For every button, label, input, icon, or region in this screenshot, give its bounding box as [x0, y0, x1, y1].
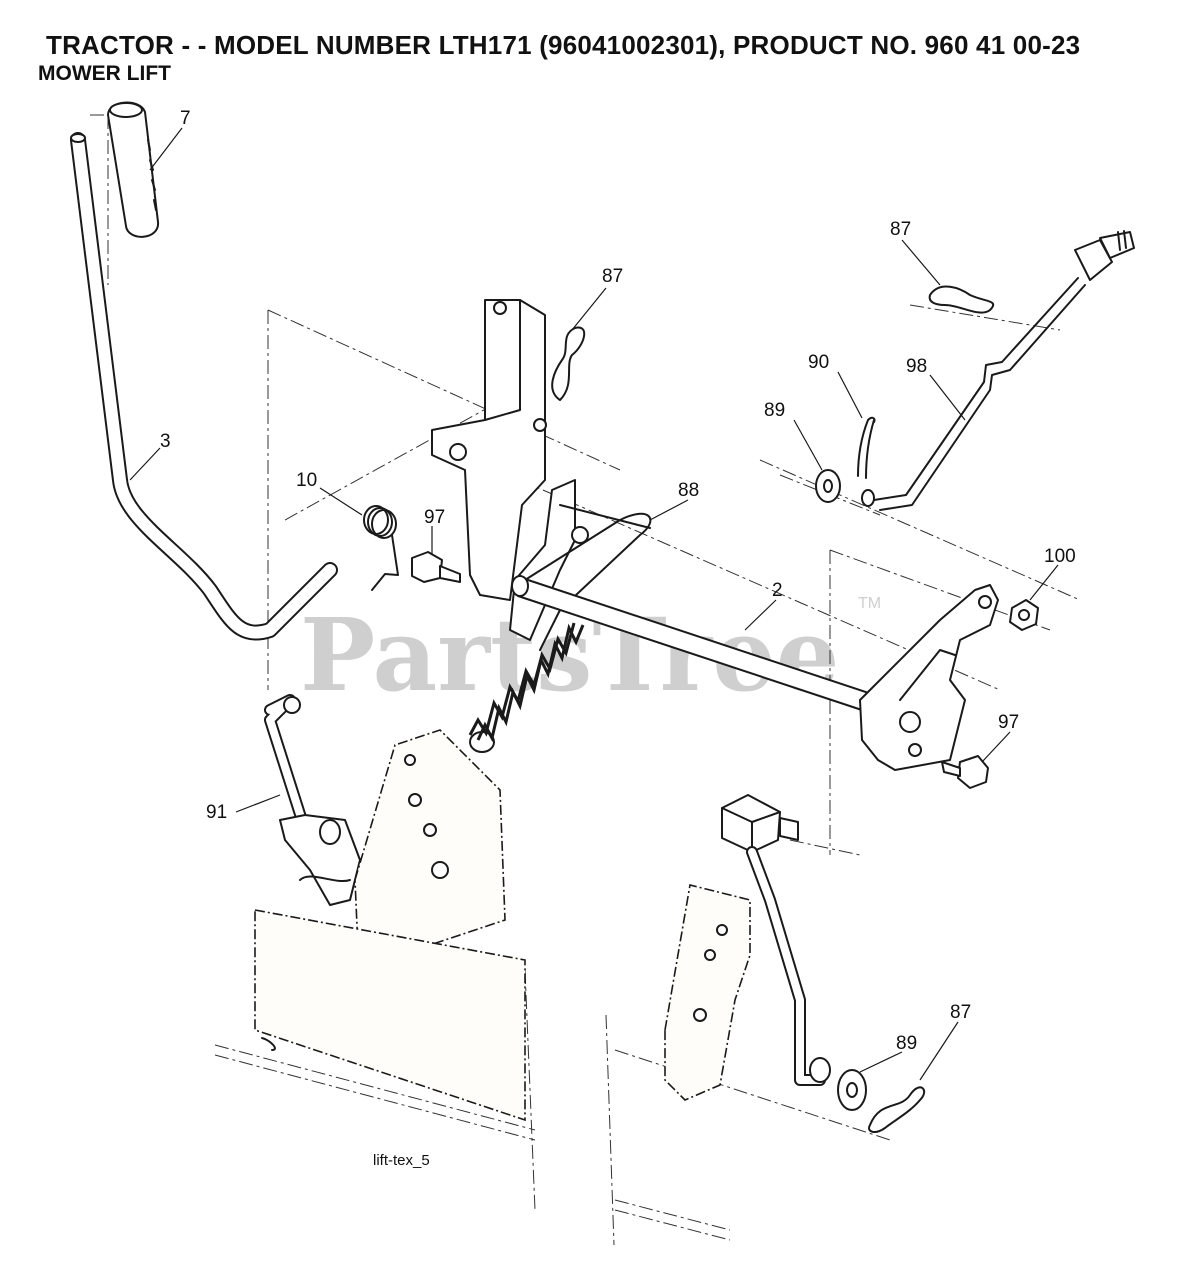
hex-bolt-left: [411, 551, 461, 583]
callout-90: 90: [808, 352, 829, 373]
hex-nut: [1009, 599, 1039, 631]
right-link-rod: [721, 794, 831, 1086]
hairpin-clip-lower: [868, 1086, 926, 1133]
callout-89-lower: 89: [896, 1033, 917, 1054]
lever-bracket: [509, 479, 589, 641]
callout-100: 100: [1044, 546, 1076, 567]
left-deck-outline: [254, 909, 526, 1122]
callout-98: 98: [906, 356, 927, 377]
callout-2: 2: [772, 580, 783, 601]
callout-7: 7: [180, 108, 191, 129]
callout-88: 88: [678, 480, 699, 501]
adjuster-rod: [861, 230, 1135, 511]
hook-rod: [524, 504, 652, 651]
figure-id: lift-tex_5: [373, 1152, 430, 1169]
section-subtitle: MOWER LIFT: [38, 62, 171, 85]
hex-bolt-right: [941, 755, 989, 789]
callout-labels: 7 3 10 97 87 88 2 87 90 98 89 100 97 91 …: [160, 108, 1076, 1054]
cotter-pin: [857, 416, 876, 479]
callout-87-right: 87: [890, 219, 911, 240]
page-title: TRACTOR - - MODEL NUMBER LTH171 (9604100…: [46, 30, 1081, 60]
callout-97-left: 97: [424, 507, 445, 528]
left-link-rod: [264, 694, 385, 906]
callout-leaders: [129, 127, 1059, 1081]
mounting-bracket: [431, 299, 547, 601]
right-lift-arm: [859, 584, 999, 771]
lift-lever-rod: [70, 132, 338, 641]
flat-washer-lower: [837, 1069, 867, 1111]
callout-97-right: 97: [998, 712, 1019, 733]
flat-washer-upper: [815, 469, 841, 503]
torsion-spring: [363, 505, 399, 591]
lift-handle-grip: [107, 101, 160, 238]
right-deck-bracket: [664, 884, 751, 1101]
callout-3: 3: [160, 431, 171, 452]
watermark-tm: TM: [858, 595, 881, 612]
extension-spring: [468, 622, 585, 753]
callout-87-upper: 87: [602, 266, 623, 287]
hairpin-clip-upper: [551, 326, 586, 401]
hairpin-clip-right: [928, 285, 995, 314]
callout-89-upper: 89: [764, 400, 785, 421]
callout-87-lower: 87: [950, 1002, 971, 1023]
callout-91: 91: [206, 802, 227, 823]
callout-10: 10: [296, 470, 317, 491]
